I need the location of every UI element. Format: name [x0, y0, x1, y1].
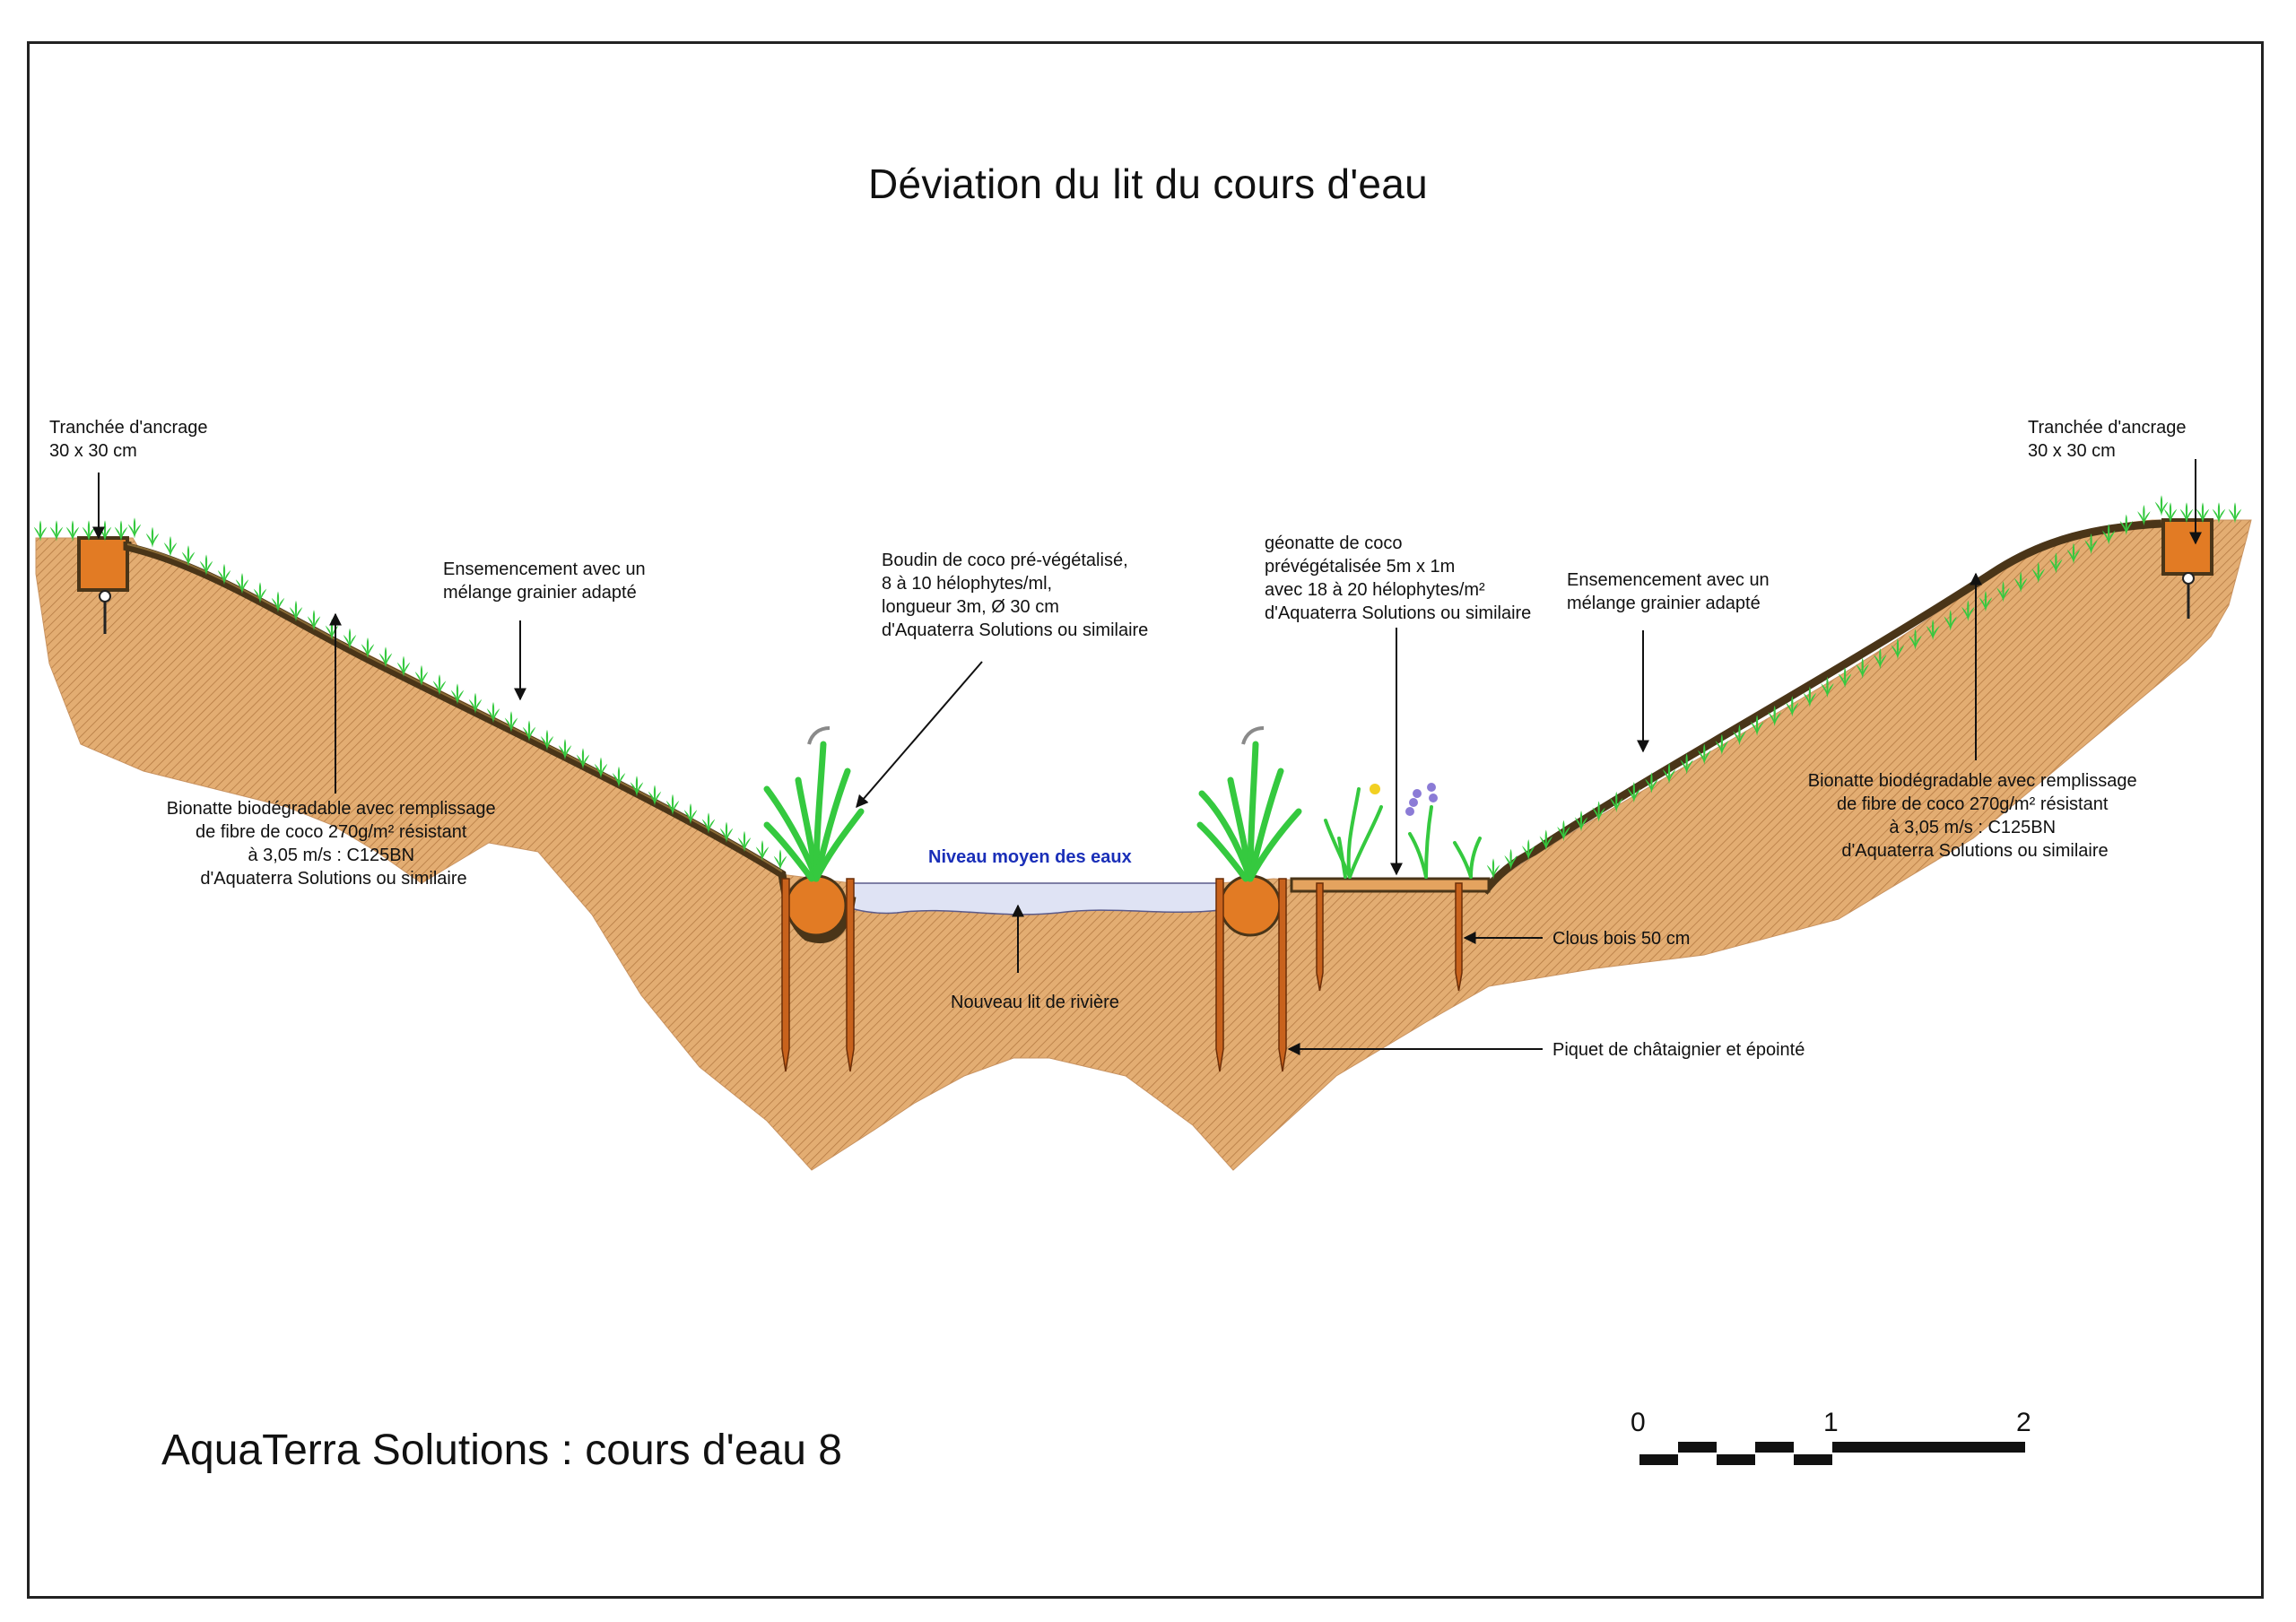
- label-new-bed: Nouveau lit de rivière: [951, 993, 1119, 1012]
- scale-seg-6: [1832, 1442, 2025, 1453]
- reed-flower-right: [1241, 726, 1265, 745]
- helophytes-left: [763, 741, 865, 882]
- scale-label-0: 0: [1631, 1408, 1646, 1437]
- scale-seg-2: [1678, 1442, 1717, 1453]
- chestnut-stakes: [781, 878, 1463, 1072]
- label-water-level: Niveau moyen des eaux: [928, 847, 1132, 867]
- lavender-flowers: [1405, 783, 1438, 816]
- bionatte-mat-left-inner: [126, 543, 783, 872]
- coir-roll-left: [785, 874, 848, 937]
- label-stake: Piquet de châtaignier et épointé: [1552, 1040, 1805, 1060]
- scale-seg-1: [1639, 1454, 1678, 1465]
- geonatte-mat: [1290, 877, 1491, 893]
- scale-seg-5: [1794, 1454, 1832, 1465]
- grass-tuft: [2154, 495, 2169, 516]
- coir-roll-right: [1219, 874, 1282, 937]
- geonatte-plants: [1324, 787, 1482, 879]
- label-trench-right: Tranchée d'ancrage 30 x 30 cm: [2028, 418, 2191, 461]
- yellow-flower: [1370, 784, 1380, 794]
- drawing-frame: [27, 41, 2264, 1599]
- label-seeding-right: Ensemencement avec un mélange grainier a…: [1567, 570, 1774, 613]
- bionatte-mat-left: [123, 542, 857, 944]
- grass-tuft: [145, 526, 160, 548]
- trench-peg-left: [99, 590, 111, 603]
- anchor-trench-left: [77, 536, 129, 592]
- scale-label-2: 2: [2016, 1408, 2031, 1437]
- water-area: [847, 882, 1221, 915]
- footer-title: AquaTerra Solutions : cours d'eau 8: [161, 1427, 842, 1474]
- anchor-trench-right: [2161, 518, 2213, 576]
- grass-tuft: [127, 517, 142, 539]
- scale-label-1: 1: [1823, 1408, 1839, 1437]
- helophytes-right: [1196, 741, 1302, 882]
- label-trench-left: Tranchée d'ancrage 30 x 30 cm: [49, 418, 213, 461]
- label-nails: Clous bois 50 cm: [1552, 929, 1690, 949]
- grass-tuft: [163, 535, 178, 558]
- leader-boudin: [856, 661, 983, 809]
- scale-bar: 0 1 2: [1631, 1408, 2031, 1465]
- diagram-title: Déviation du lit du cours d'eau: [867, 160, 1429, 207]
- trench-peg-right: [2182, 572, 2195, 585]
- label-bionatte-right: Bionatte biodégradable avec remplissage …: [1808, 771, 2142, 861]
- scale-seg-3: [1717, 1454, 1755, 1465]
- label-boudin: Boudin de coco pré-végétalisé, 8 à 10 hé…: [882, 551, 1148, 640]
- label-seeding-left: Ensemencement avec un mélange grainier a…: [443, 559, 650, 603]
- reed-flower-left: [807, 726, 831, 745]
- label-geonatte: géonatte de coco prévégétalisée 5m x 1m …: [1265, 533, 1531, 623]
- scale-seg-4: [1755, 1442, 1794, 1453]
- label-bionatte-left: Bionatte biodégradable avec remplissage …: [167, 799, 500, 889]
